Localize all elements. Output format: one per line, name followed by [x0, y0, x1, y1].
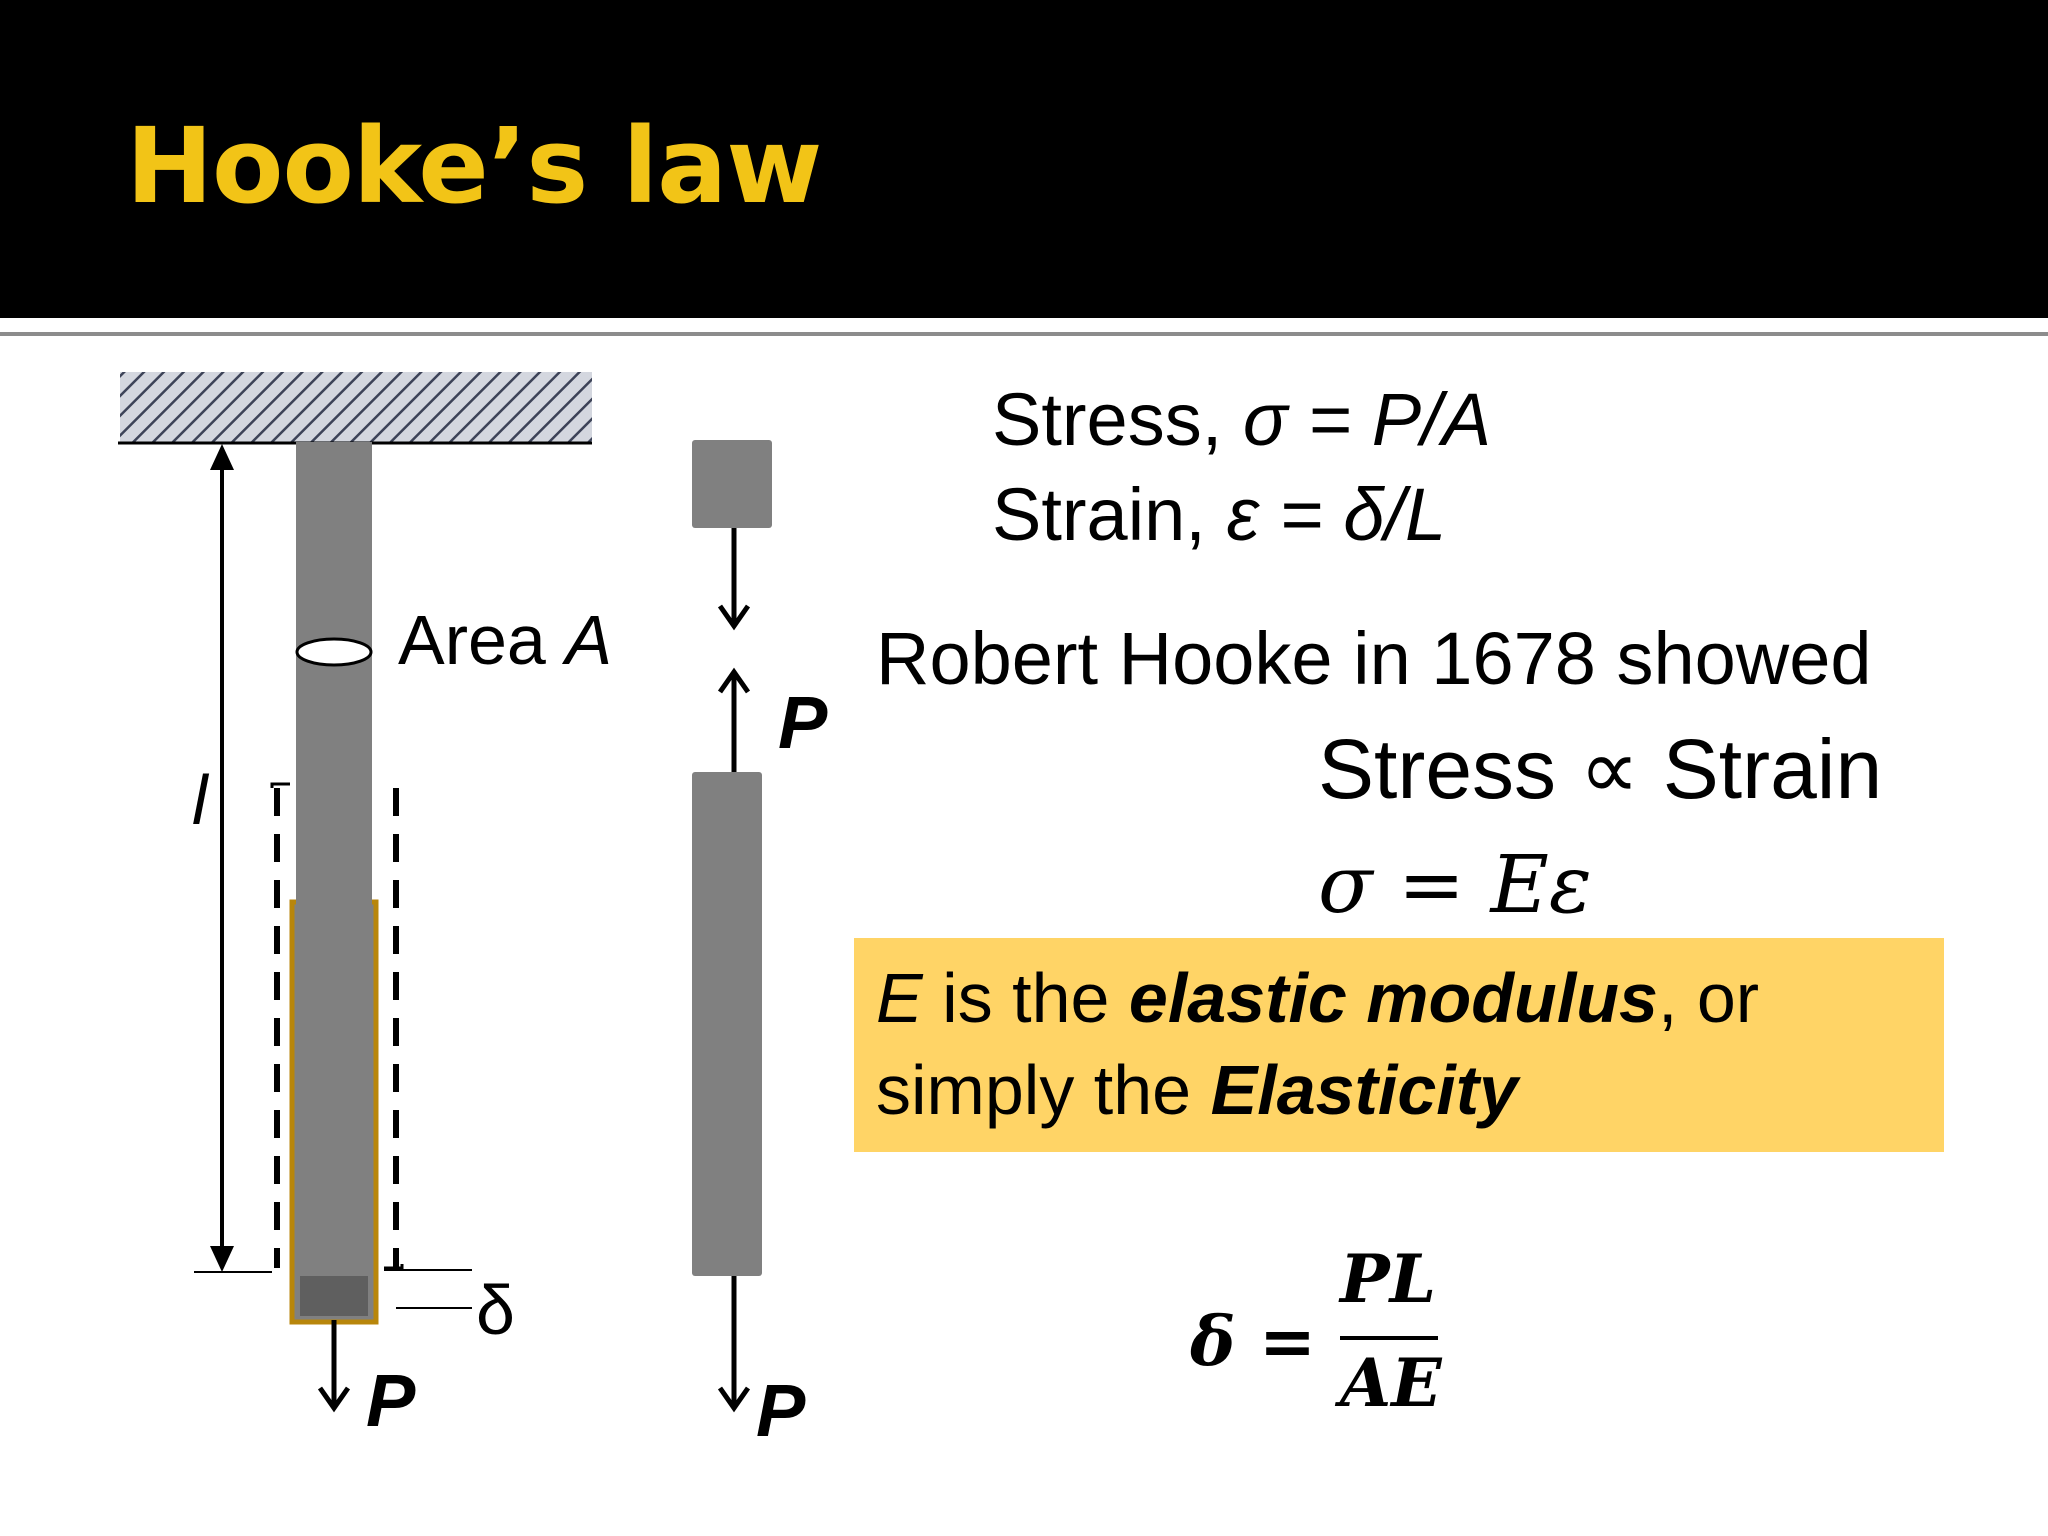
dashed-corners: [270, 782, 404, 1270]
fraction-bar: [1340, 1336, 1438, 1340]
deformation-formula-numerator: PL: [1340, 1240, 1437, 1318]
elastic-modulus-callout: E is the elastic modulus, or simply the …: [854, 938, 1944, 1152]
hookes-law-formula: σ = Eε: [1318, 838, 1592, 931]
stress-formula: σ = P/A: [1242, 378, 1492, 461]
stress-strain-proportion: Stress ∝ Strain: [1318, 722, 1883, 816]
callout-line-2-start: simply the: [876, 1051, 1211, 1129]
free-body-top-block: [692, 440, 772, 528]
slide-header: Hooke’s law: [0, 0, 2048, 318]
bar-upper-load-arrow: [717, 667, 751, 772]
deformation-formula-denominator: AE: [1340, 1344, 1442, 1422]
header-divider-thin: [0, 332, 2048, 336]
left-load-arrow: [317, 1320, 351, 1413]
callout-line-1-end: , or: [1657, 959, 1760, 1037]
dashed-outline: [274, 788, 399, 1268]
bottom-load-label: P: [756, 1369, 806, 1452]
callout-elastic-modulus: elastic modulus: [1128, 959, 1658, 1037]
top-block-load-arrow: [717, 528, 751, 631]
stress-prefix: Stress,: [992, 378, 1243, 461]
hooke-statement: Robert Hooke in 1678 showed: [876, 617, 1872, 700]
area-label-text: Area: [398, 601, 566, 679]
callout-e-symbol: E: [876, 959, 923, 1037]
callout-elasticity: Elasticity: [1210, 1051, 1518, 1129]
callout-line-2: simply the Elasticity: [876, 1050, 1518, 1130]
cross-section-ellipse: [295, 637, 373, 667]
strain-formula: ε = δ/L: [1226, 473, 1447, 556]
area-label: Area A: [398, 600, 612, 680]
strain-prefix: Strain,: [992, 473, 1227, 556]
callout-line-1: E is the elastic modulus, or: [876, 958, 1759, 1038]
area-symbol: A: [565, 601, 613, 679]
delta-label: δ: [476, 1271, 515, 1349]
length-dimension: [194, 444, 272, 1273]
free-body-bar: [692, 772, 762, 1276]
top-load-label: P: [778, 681, 828, 764]
strain-definition: Strain, ε = δ/L: [992, 472, 1446, 557]
stress-definition: Stress, σ = P/A: [992, 377, 1491, 462]
length-label: l: [192, 761, 208, 839]
original-bar: [296, 442, 372, 1280]
bar-diagram-svg: [118, 372, 772, 1413]
bar-diagram: Area A l δ P P P: [0, 336, 900, 1536]
bar-lower-load-arrow: [717, 1276, 751, 1413]
left-load-label: P: [366, 1359, 416, 1442]
bar-end-cap: [300, 1276, 368, 1316]
callout-line-1-middle: is the: [922, 959, 1129, 1037]
slide-title: Hooke’s law: [126, 105, 822, 227]
delta-extension-lines: [384, 1269, 472, 1309]
deformation-formula-lhs: δ =: [1190, 1302, 1317, 1382]
header-divider: [0, 318, 2048, 326]
deformation-formula: δ = PL AE: [1190, 1236, 1460, 1436]
fixed-support: [120, 372, 592, 442]
